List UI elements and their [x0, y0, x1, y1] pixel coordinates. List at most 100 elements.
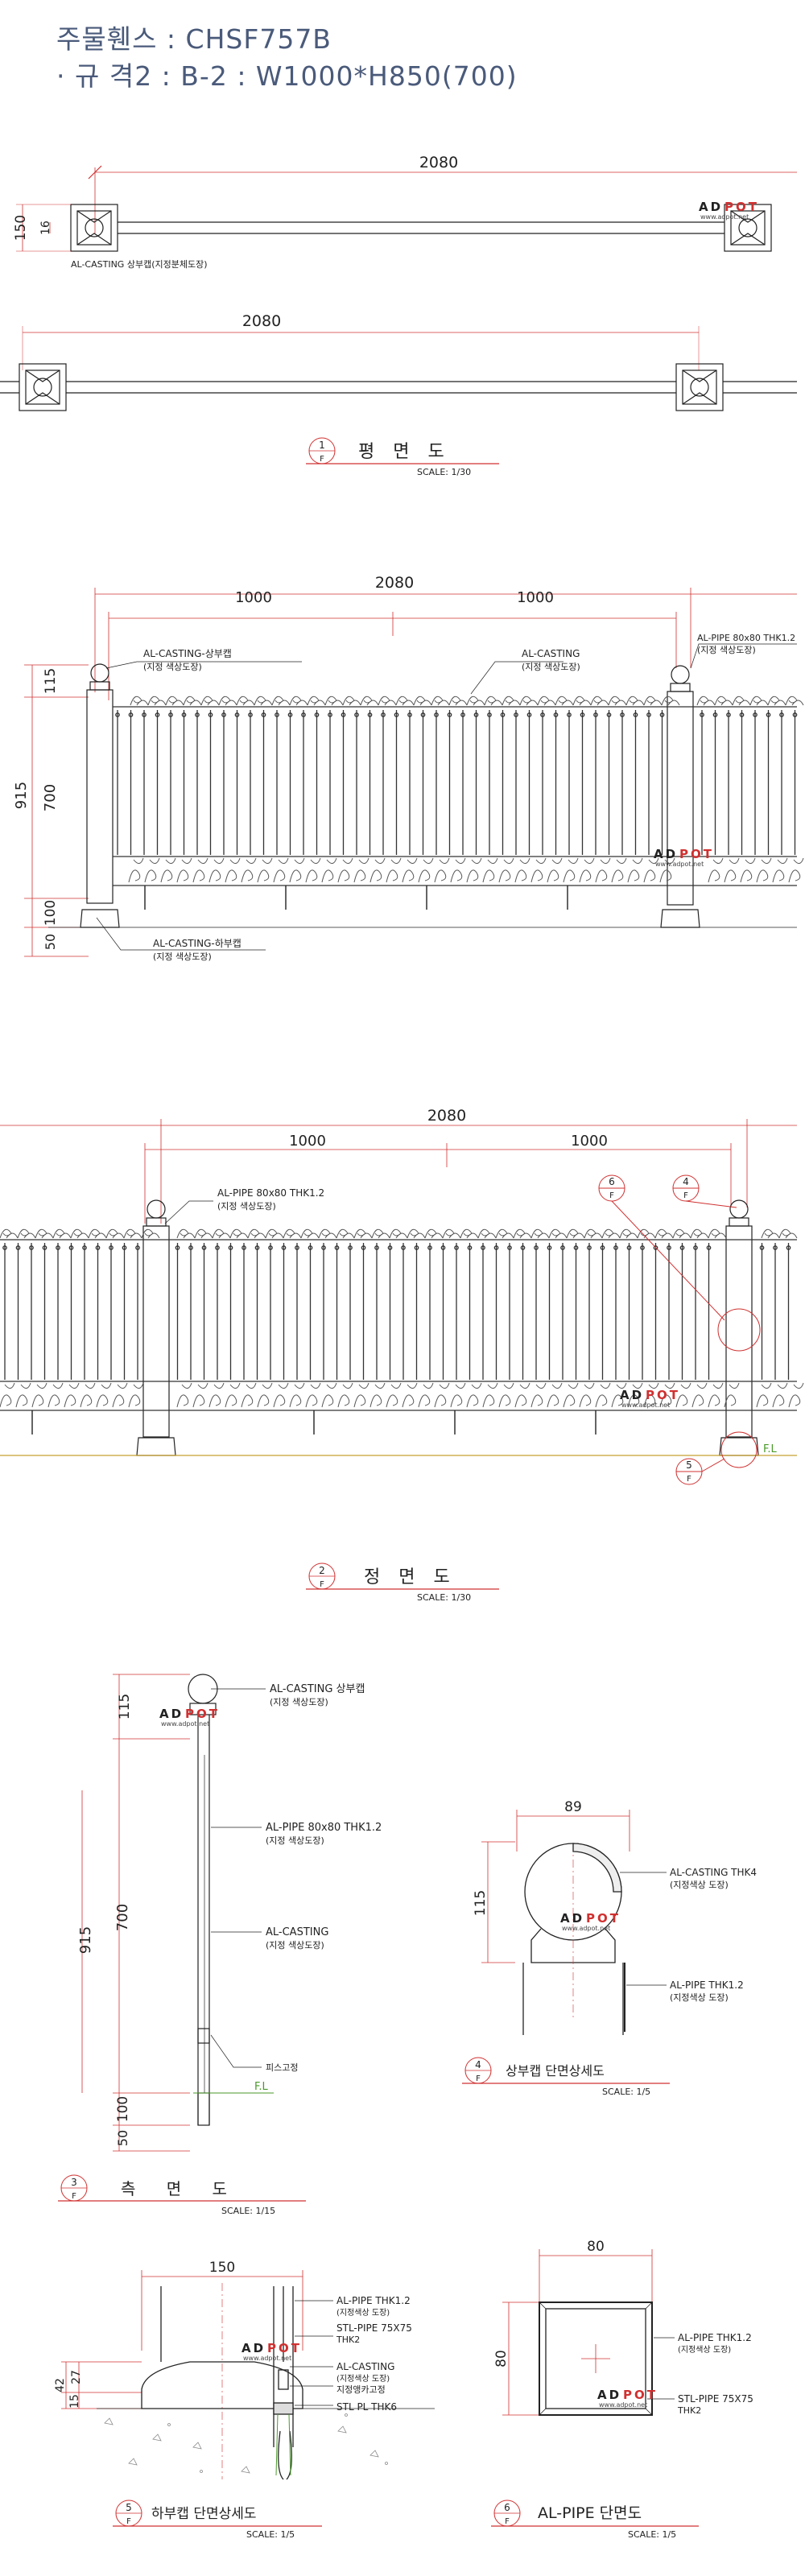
- section-v115: 115: [117, 1694, 133, 1719]
- watermark-ad: AD: [699, 200, 723, 214]
- detail-4-cap: [481, 1810, 667, 2035]
- watermark-ad: AD: [242, 2341, 266, 2355]
- watermark-ad: AD: [654, 847, 678, 861]
- plan-dim-16: 16: [39, 221, 52, 235]
- d5-note-2: STL-PIPE 75X75: [336, 2322, 412, 2334]
- watermark-url: www.adpot.net: [621, 1402, 670, 1409]
- elev-dim-total: 2080: [375, 574, 414, 592]
- front-callout-6-f: F: [609, 1191, 614, 1200]
- d5-dim-15: 15: [68, 2394, 81, 2409]
- elev-note-pipe: AL-PIPE 80x80 THK1.2: [697, 633, 795, 643]
- d6-scale: SCALE: 1/5: [628, 2529, 676, 2540]
- front-title-block: 2 F 정 면 도 SCALE: 1/30: [306, 1563, 499, 1603]
- d5-f: F: [126, 2517, 131, 2526]
- d6-dim-80-top: 80: [587, 2239, 605, 2255]
- section-scale: SCALE: 1/15: [221, 2206, 275, 2216]
- watermark-pot: POT: [679, 847, 714, 861]
- d5-note-3-sub: (지정색상 도장): [336, 2374, 390, 2384]
- front-callout-5: 5: [686, 1459, 692, 1471]
- elev-note-cast-sub: (지정 색상도장): [522, 662, 580, 672]
- section-v700: 700: [114, 1904, 131, 1931]
- front-scale: SCALE: 1/30: [417, 1592, 471, 1603]
- plan-view: [0, 165, 797, 411]
- watermark-ad: AD: [597, 2388, 621, 2402]
- plan-scale: SCALE: 1/30: [417, 467, 471, 477]
- elev-v700: 700: [42, 784, 59, 811]
- detail-4-title-block: 4 F 상부캡 단면상세도 SCALE: 1/5: [462, 2057, 670, 2097]
- front-note-pipe: AL-PIPE 80x80 THK1.2: [217, 1187, 324, 1199]
- plan-cap-note: AL-CASTING 상부캡(지정분체도장): [71, 259, 208, 270]
- d6-note-1: AL-PIPE THK1.2: [678, 2332, 752, 2343]
- section-note-pipe: AL-PIPE 80x80 THK1.2: [266, 1822, 382, 1834]
- detail-6-pipe: [502, 2249, 675, 2416]
- d5-scale: SCALE: 1/5: [246, 2529, 295, 2540]
- section-fl: F.L: [254, 2081, 269, 2093]
- d4-note-2: AL-PIPE THK1.2: [670, 1979, 744, 1991]
- elev-note-base: AL-CASTING-하부캡: [153, 938, 242, 949]
- watermark-pot: POT: [724, 200, 759, 214]
- plan-dim-150: 150: [13, 215, 29, 241]
- d5-note-3: AL-CASTING: [336, 2361, 394, 2372]
- watermark-url: www.adpot.net: [161, 1720, 209, 1728]
- front-callout-4-f: F: [683, 1191, 688, 1200]
- watermark-pot: POT: [646, 1388, 680, 1402]
- elev-v100: 100: [43, 900, 59, 926]
- watermark-url: www.adpot.net: [599, 2401, 647, 2409]
- watermark-pot: POT: [185, 1707, 220, 1721]
- watermark-ad: AD: [159, 1707, 184, 1721]
- section-note-cast: AL-CASTING: [266, 1926, 328, 1938]
- elevation-view: [24, 588, 804, 957]
- section-note-cap: AL-CASTING 상부캡: [270, 1683, 365, 1695]
- section-note-bolt: 피스고정: [266, 2062, 298, 2073]
- elev-dim-1000-r: 1000: [517, 589, 554, 606]
- d4-label: 상부캡 단면상세도: [506, 2063, 605, 2079]
- section-note-cap-sub: (지정 색상도장): [270, 1697, 328, 1707]
- front-callout-5-f: F: [687, 1475, 691, 1484]
- d5-note-2-sub: THK2: [336, 2334, 360, 2345]
- watermark-pot: POT: [267, 2341, 302, 2355]
- d4-note-2-sub: (지정색상 도장): [670, 1992, 729, 2003]
- section-no: 3: [71, 2177, 77, 2188]
- section-view: [81, 1674, 274, 2152]
- d5-label: 하부캡 단면상세도: [151, 2506, 257, 2522]
- d4-note-1: AL-CASTING THK4: [670, 1867, 757, 1878]
- front-callout-4: 4: [683, 1176, 689, 1187]
- detail-5-base: [61, 2270, 435, 2480]
- d4-dim-115: 115: [473, 1890, 489, 1916]
- elev-note-base-sub: (지정 색상도장): [153, 952, 212, 962]
- d6-note-1-sub: (지정색상 도장): [678, 2345, 731, 2355]
- d5-dim-150: 150: [209, 2260, 235, 2276]
- section-note-pipe-sub: (지정 색상도장): [266, 1835, 324, 1846]
- front-dim-1000-l: 1000: [289, 1133, 326, 1150]
- elev-note-cap: AL-CASTING-상부캡: [143, 648, 232, 659]
- d6-note-2: STL-PIPE 75X75: [678, 2393, 753, 2405]
- d6-note-2-sub: THK2: [677, 2405, 701, 2416]
- d5-dim-42: 42: [54, 2378, 67, 2392]
- front-dim-total: 2080: [427, 1107, 466, 1125]
- front-callout-6: 6: [609, 1176, 615, 1187]
- front-fl: F.L: [763, 1443, 778, 1455]
- plan-f: F: [320, 455, 324, 464]
- front-label: 정 면 도: [364, 1567, 456, 1587]
- plan-label: 평 면 도: [358, 442, 451, 462]
- elev-v115: 115: [43, 668, 59, 694]
- front-note-pipe-sub: (지정 색상도장): [217, 1201, 276, 1212]
- d6-label: AL-PIPE 단면도: [538, 2504, 642, 2522]
- d5-note-5: STL PL THK6: [336, 2401, 397, 2413]
- watermark-ad: AD: [560, 1911, 584, 1926]
- watermark-ad: AD: [620, 1388, 644, 1402]
- front-no: 2: [319, 1565, 325, 1576]
- plan-dim-lower: 2080: [242, 312, 281, 330]
- section-title-block: 3 F 측 면 도 SCALE: 1/15: [58, 2174, 306, 2216]
- plan-dim-top: 2080: [419, 154, 458, 171]
- watermark-pot: POT: [586, 1911, 621, 1926]
